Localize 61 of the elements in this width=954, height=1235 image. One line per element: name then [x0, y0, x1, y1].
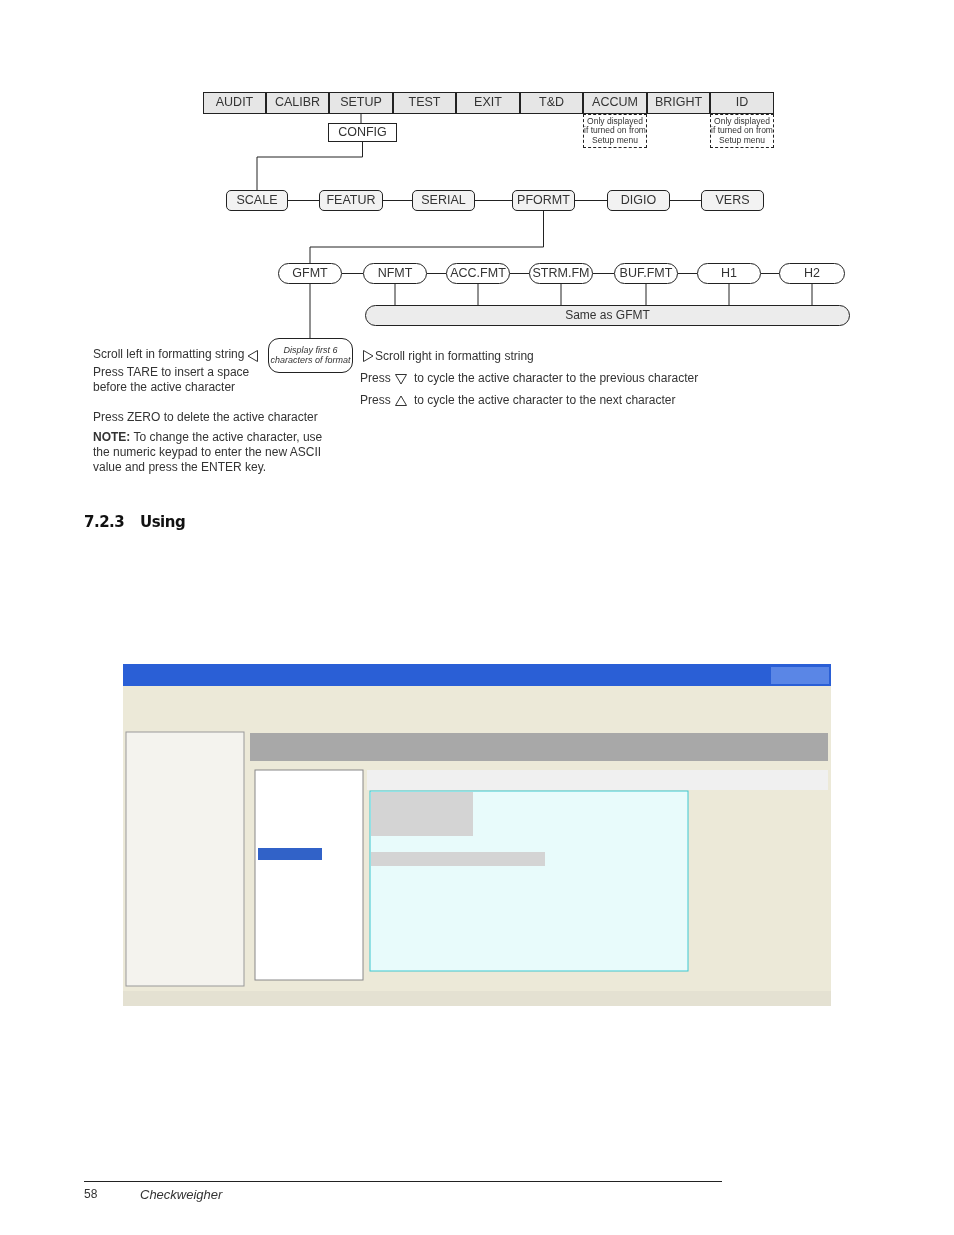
bar-box: Same as GFMT — [365, 305, 850, 326]
menu-box: CONFIG — [328, 123, 397, 142]
connector-line — [341, 273, 364, 274]
menu-box: PFORMT — [512, 190, 575, 211]
menu-box: ACC.FMT — [446, 263, 510, 284]
instruction-text: Scroll right in formatting string — [375, 349, 535, 364]
footer-text: Checkweigher — [140, 1187, 224, 1202]
note-box: Only displayed if turned on from Setup menu — [583, 114, 647, 148]
connector-line — [728, 283, 730, 306]
menu-box: EXIT — [456, 92, 520, 114]
menu-box: FEATUR — [319, 190, 383, 211]
connector-line — [574, 200, 608, 201]
menu-box: BRIGHT — [647, 92, 710, 114]
connector-line — [645, 283, 647, 306]
connector-line — [592, 273, 615, 274]
connector-line — [477, 283, 479, 306]
menu-box: ID — [710, 92, 774, 114]
connector-line — [560, 283, 562, 306]
note-box: Only displayed if turned on from Setup menu — [710, 114, 774, 148]
menu-box: NFMT — [363, 263, 427, 284]
connector-line — [811, 283, 813, 306]
connector-line — [287, 200, 320, 201]
menu-box: T&D — [520, 92, 583, 114]
connector-line — [394, 283, 396, 306]
instruction-text: to cycle the active character to the next character — [414, 393, 677, 408]
connector-line — [360, 113, 362, 124]
menu-box: ACCUM — [583, 92, 647, 114]
section-number: 7.2.3 — [84, 515, 126, 530]
menu-box: GFMT — [278, 263, 342, 284]
menu-box: H2 — [779, 263, 845, 284]
connector-line — [669, 200, 702, 201]
connector-line — [256, 141, 363, 191]
instruction-text: Press TARE to insert a space before the active character — [93, 365, 251, 395]
instruction-text: Press — [360, 393, 392, 408]
connector-line — [760, 273, 780, 274]
connector-line — [309, 283, 311, 339]
menu-box: TEST — [393, 92, 456, 114]
menu-box: SETUP — [329, 92, 393, 114]
connector-line — [309, 210, 544, 264]
display-box: Display first 6 characters of format — [268, 338, 353, 373]
menu-box: VERS — [701, 190, 764, 211]
menu-box: SERIAL — [412, 190, 475, 211]
menu-box: STRM.FM — [529, 263, 593, 284]
menu-box: CALIBR — [266, 92, 329, 114]
menu-box: SCALE — [226, 190, 288, 211]
instruction-text: Press ZERO to delete the active character — [93, 410, 319, 425]
connector-line — [474, 200, 513, 201]
instruction-text: to cycle the active character to the previous character — [414, 371, 700, 386]
instruction-text: Scroll left in formatting string — [93, 347, 246, 362]
section-heading: Using — [140, 515, 187, 530]
menu-box: DIGIO — [607, 190, 670, 211]
menu-box: AUDIT — [203, 92, 266, 114]
page-number: 58 — [84, 1187, 99, 1202]
connector-line — [677, 273, 698, 274]
menu-box: H1 — [697, 263, 761, 284]
connector-line — [426, 273, 447, 274]
menu-box: BUF.FMT — [614, 263, 678, 284]
instruction-text: Press — [360, 371, 392, 386]
connector-line — [382, 200, 413, 201]
connector-line — [509, 273, 530, 274]
note-text: NOTE: To change the active character, use the numeric keypad to enter the new ASCII value and press the ENTER key. — [93, 430, 324, 475]
